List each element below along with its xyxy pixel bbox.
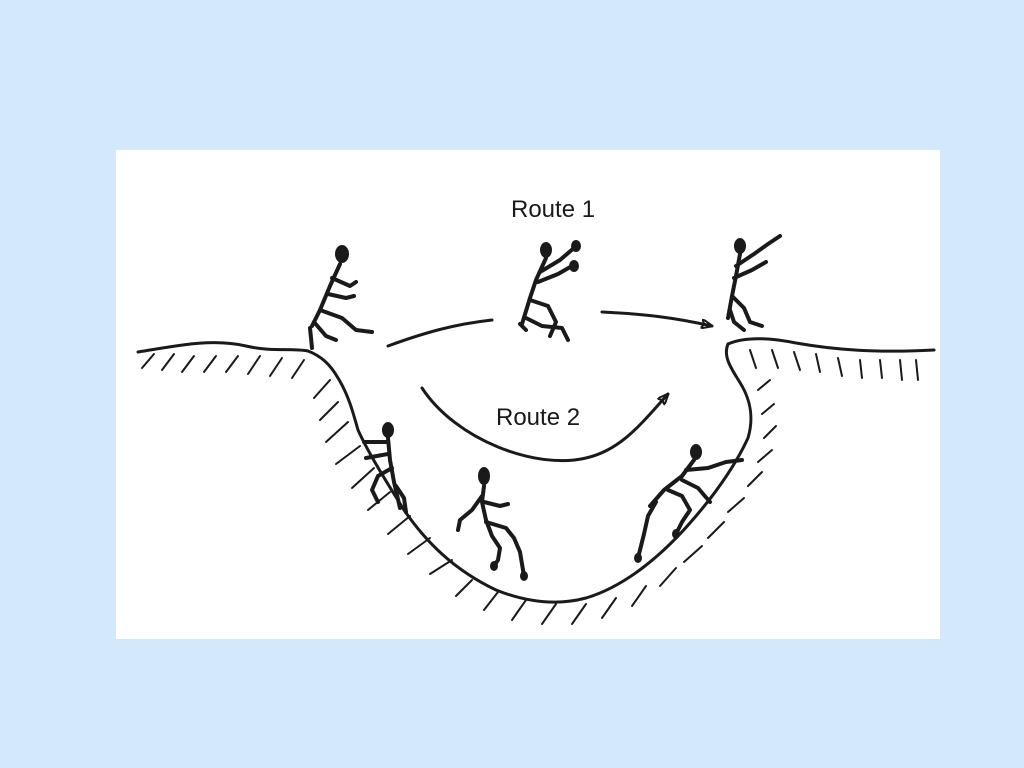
gorge-outline (306, 342, 753, 604)
gorge-crossing-diagram: Route 1 Route 2 (136, 196, 936, 625)
right-ground-line (726, 337, 936, 353)
figure-climbing-down (362, 422, 408, 514)
route1-label: Route 1 (511, 196, 595, 223)
figure-right-rim (726, 234, 782, 332)
route-arrows (386, 310, 712, 463)
figure-walking-bottom (456, 467, 528, 581)
route1-arrow-left-segment (386, 318, 494, 348)
figure-panel: Route 1 Route 2 (116, 150, 940, 639)
figure-climbing-up (634, 444, 744, 563)
route2-arrow (420, 386, 668, 463)
gorge-terrain (136, 337, 936, 604)
route1-arrow (600, 310, 712, 326)
route2-label: Route 2 (496, 404, 580, 431)
left-ground-line (136, 341, 310, 354)
figure-left-rim (308, 245, 374, 350)
stick-figures (308, 234, 782, 581)
terrain-hatching (141, 349, 919, 625)
figure-jumping (518, 240, 581, 342)
